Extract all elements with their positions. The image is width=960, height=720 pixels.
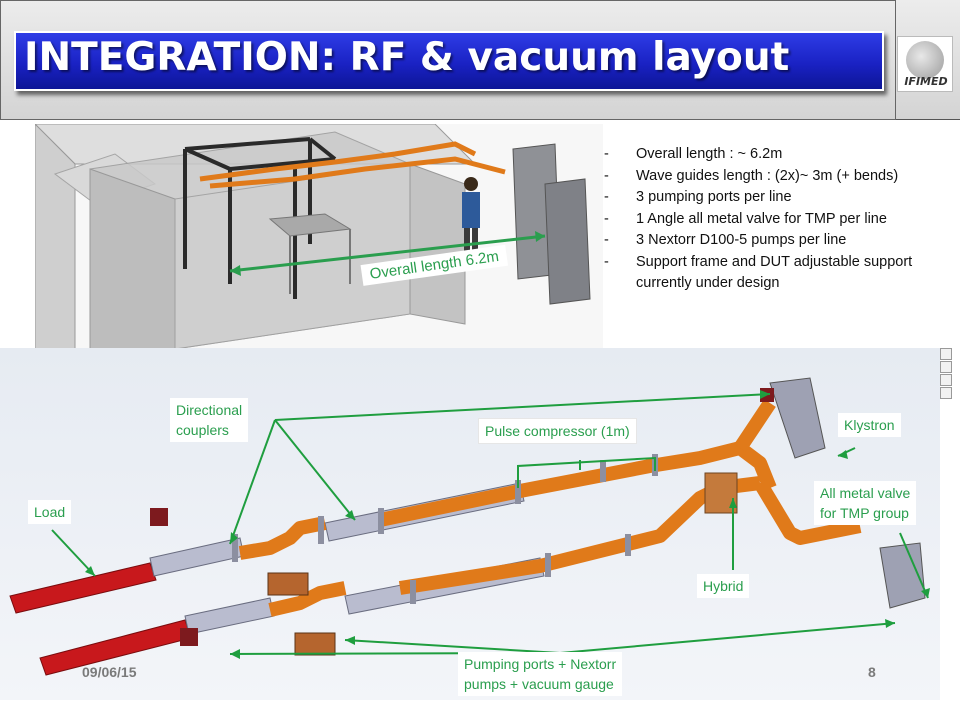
logo-emblem bbox=[906, 41, 944, 79]
slide-date: 09/06/15 bbox=[82, 664, 137, 680]
label-line: Directional bbox=[176, 402, 243, 418]
pumping-ports-label: Pumping ports + Nextorr pumps + vacuum g… bbox=[458, 652, 623, 696]
all-metal-valve-label: All metal valve for TMP group bbox=[814, 481, 917, 525]
overview-render-drawing bbox=[35, 124, 591, 352]
label-line: for TMP group bbox=[820, 505, 909, 521]
list-icon[interactable] bbox=[940, 361, 952, 373]
side-toolbar bbox=[940, 348, 954, 400]
slide-title: INTEGRATION: RF & vacuum layout bbox=[24, 35, 790, 80]
waveguide-render bbox=[0, 348, 940, 700]
ifimed-logo: IFIMED bbox=[897, 36, 953, 92]
spec-item: 3 Nextorr D100-5 pumps per line bbox=[604, 230, 954, 252]
spec-item: 1 Angle all metal valve for TMP per line bbox=[604, 209, 954, 231]
spec-item: Overall length : ~ 6.2m bbox=[604, 144, 954, 166]
klystron-label: Klystron bbox=[838, 413, 901, 437]
render-icon[interactable] bbox=[940, 374, 952, 386]
specs-list: Overall length : ~ 6.2m Wave guides leng… bbox=[604, 144, 954, 295]
label-line: couplers bbox=[176, 422, 229, 438]
slide-page-number: 8 bbox=[868, 664, 876, 680]
directional-couplers-label: Directional couplers bbox=[170, 398, 249, 442]
logo-text: IFIMED bbox=[904, 75, 948, 88]
load-label: Load bbox=[28, 500, 72, 524]
label-line: Pumping ports + Nextorr bbox=[464, 656, 617, 672]
spec-item: 3 pumping ports per line bbox=[604, 187, 954, 209]
hybrid-label: Hybrid bbox=[697, 574, 750, 598]
title-frame bbox=[0, 0, 896, 120]
pulse-compressor-label: Pulse compressor (1m) bbox=[478, 418, 637, 444]
title-banner: INTEGRATION: RF & vacuum layout bbox=[14, 31, 884, 91]
spec-item: Support frame and DUT adjustable support… bbox=[604, 252, 954, 295]
label-line: pumps + vacuum gauge bbox=[464, 676, 614, 692]
overview-render bbox=[35, 124, 603, 352]
spec-item: Wave guides length : (2x)~ 3m (+ bends) bbox=[604, 166, 954, 188]
label-line: All metal valve bbox=[820, 485, 911, 501]
folder-icon[interactable] bbox=[940, 348, 952, 360]
waveguide-render-drawing bbox=[9, 377, 930, 676]
view-icon[interactable] bbox=[940, 387, 952, 399]
